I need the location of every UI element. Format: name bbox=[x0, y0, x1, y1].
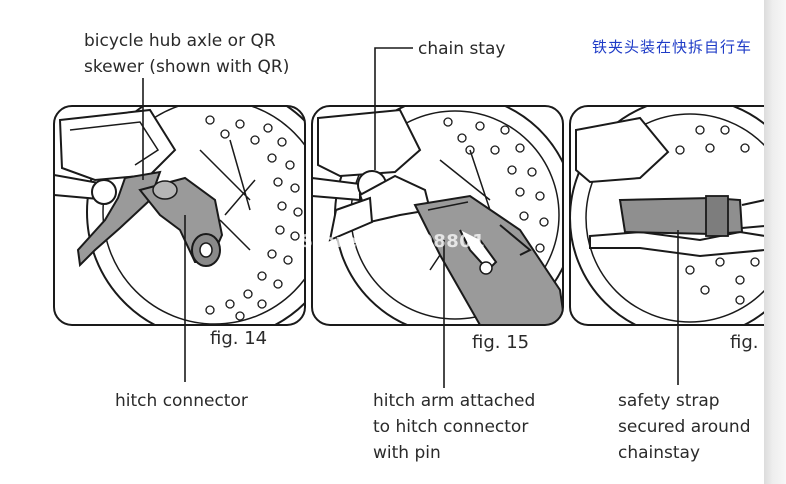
label-hitch-connector: hitch connector bbox=[115, 391, 248, 411]
caption-fig-15: fig. 15 bbox=[472, 332, 530, 353]
label-safety-strap-line3: chainstay bbox=[618, 443, 701, 463]
page-edge-shadow bbox=[764, 0, 786, 484]
label-hub-axle-line2: skewer (shown with QR) bbox=[84, 57, 290, 77]
leader-chain-stay bbox=[374, 47, 413, 170]
figure-16-panel bbox=[569, 105, 786, 385]
label-chain-stay: chain stay bbox=[418, 39, 506, 59]
caption-fig-14: fig. 14 bbox=[210, 328, 268, 349]
rotor-holes bbox=[205, 115, 303, 321]
chinese-title: 铁夹头装在快拆自行车 bbox=[592, 38, 753, 56]
label-hitch-arm-line2: to hitch connector bbox=[373, 417, 529, 437]
store-watermark: Store No: 708801 bbox=[300, 231, 486, 252]
figure-14-panel bbox=[53, 78, 306, 382]
label-hitch-arm-line3: with pin bbox=[373, 443, 441, 463]
label-hub-axle-line1: bicycle hub axle or QR bbox=[84, 31, 276, 51]
label-safety-strap-line2: secured around bbox=[618, 417, 751, 437]
figure-15-panel bbox=[311, 47, 564, 388]
caption-fig-16: fig. bbox=[730, 332, 759, 353]
label-hitch-arm-line1: hitch arm attached bbox=[373, 391, 536, 411]
label-safety-strap-line1: safety strap bbox=[618, 391, 720, 411]
